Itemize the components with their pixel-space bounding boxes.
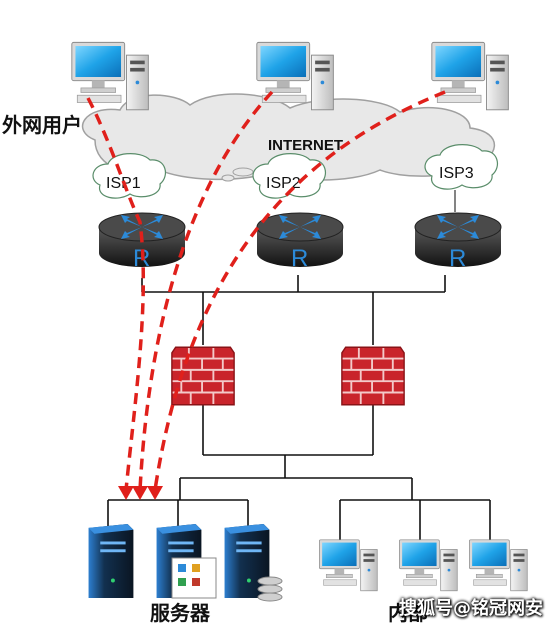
router-1: R	[98, 212, 186, 272]
router-3-letter: R	[449, 245, 466, 272]
servers-label: 服务器	[150, 601, 211, 624]
watermark: 搜狐号@铭冠网安	[399, 598, 543, 619]
isp3-label: ISP3	[439, 165, 474, 182]
desktop-computer-icon	[71, 41, 149, 111]
router-2-letter: R	[291, 245, 308, 272]
server-icon	[88, 523, 134, 599]
firewall-icon	[340, 346, 406, 406]
intranet-label: 内部	[388, 601, 428, 624]
router-3: R	[414, 212, 502, 272]
network-links	[107, 275, 491, 540]
disk-stack-icon	[257, 576, 283, 602]
desktop-computer-icon	[431, 41, 509, 111]
desktop-computer-icon	[399, 539, 458, 592]
internet-label: INTERNET	[268, 137, 343, 154]
access-paths	[86, 90, 446, 491]
desktop-computer-icon	[469, 539, 528, 592]
external-users-label: 外网用户	[2, 113, 82, 137]
router-2: R	[256, 212, 344, 272]
isp1-cloud: ISP1	[92, 153, 167, 199]
isp3-cloud: ISP3	[424, 144, 499, 190]
isp2-label: ISP2	[266, 175, 301, 192]
arrow-heads	[118, 486, 163, 500]
desktop-computer-icon	[319, 539, 378, 592]
app-window-icon	[171, 557, 217, 599]
desktop-computer-icon	[256, 41, 334, 111]
